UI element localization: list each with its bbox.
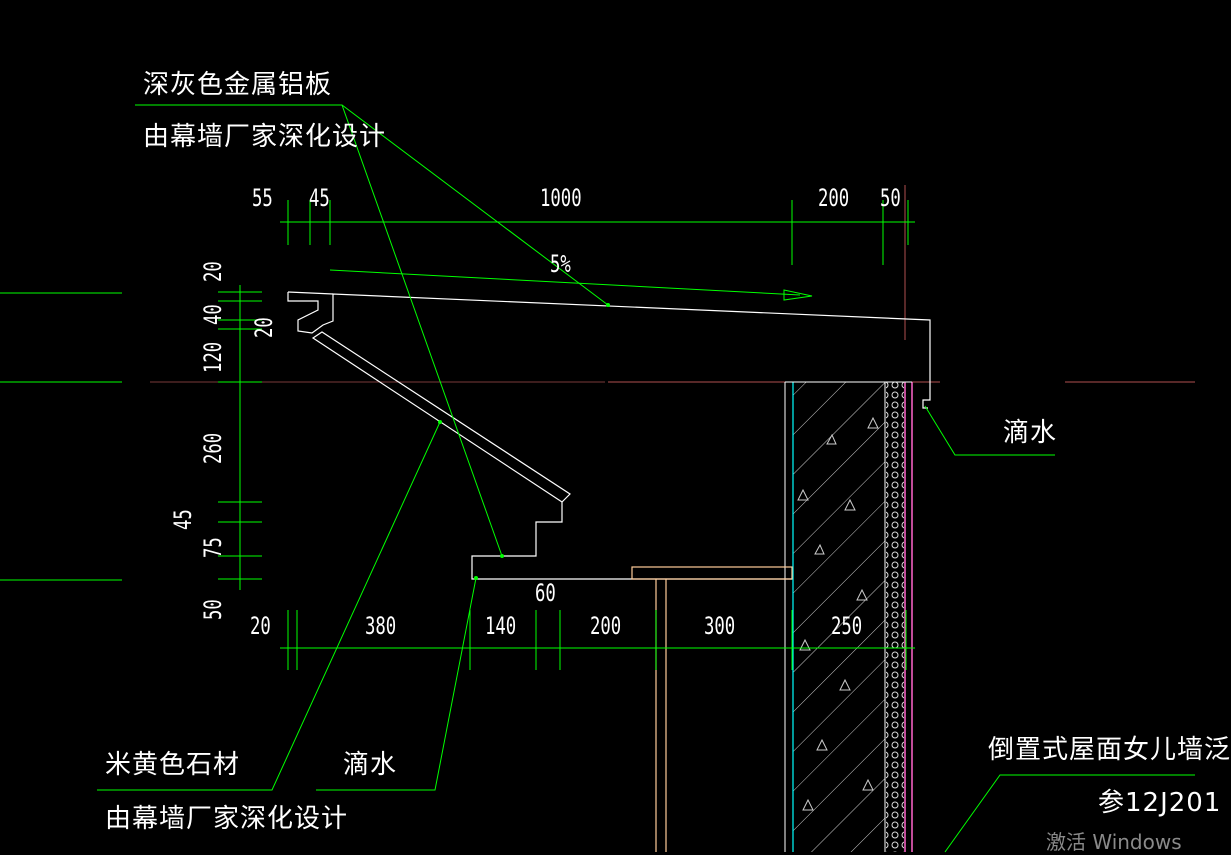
dim-60: 60 — [535, 579, 556, 607]
dim-left-75: 75 — [199, 537, 227, 558]
dim-left-20a: 20 — [199, 261, 227, 282]
dim-left-120: 120 — [199, 341, 227, 373]
dim-top-200: 200 — [818, 184, 850, 212]
slope-label: 5% — [550, 250, 571, 278]
drip-label-right: 滴水 — [1003, 418, 1058, 448]
dim-left-40: 40 — [199, 304, 227, 325]
dim-left-45: 45 — [169, 509, 197, 530]
dim-left-50: 50 — [199, 599, 227, 620]
roof-reference-label: 倒置式屋面女儿墙泛 — [988, 735, 1231, 765]
metal-panel-label: 深灰色金属铝板 — [143, 70, 333, 100]
dimension-bottom — [280, 610, 915, 670]
stone-cladding — [311, 331, 792, 580]
slope-arrow — [329, 269, 813, 301]
dim-top-45: 45 — [309, 184, 330, 212]
dim-bottom-140: 140 — [485, 612, 517, 640]
dimension-top — [280, 200, 915, 265]
dim-bottom-250: 250 — [831, 612, 863, 640]
stone-label: 米黄色石材 — [105, 750, 241, 780]
dim-bottom-380: 380 — [365, 612, 397, 640]
dim-top-50: 50 — [880, 184, 901, 212]
dim-left-20b: 20 — [250, 317, 278, 338]
metal-coping — [287, 291, 931, 409]
drip-label-bottom: 滴水 — [343, 750, 398, 780]
floor-slab — [631, 566, 793, 852]
stone-note: 由幕墙厂家深化设计 — [105, 804, 349, 834]
cad-detail-drawing — [0, 104, 1195, 853]
metal-panel-note: 由幕墙厂家深化设计 — [143, 122, 387, 152]
roof-reference-code: 参12J201 — [1098, 788, 1222, 818]
leader-dots — [438, 303, 610, 580]
dim-bottom-300: 300 — [704, 612, 736, 640]
dim-bottom-200: 200 — [590, 612, 622, 640]
parapet-wall — [784, 381, 913, 852]
dim-bottom-20: 20 — [250, 612, 271, 640]
windows-activation-watermark: 激活 Windows — [1046, 830, 1182, 854]
leader-lines — [97, 104, 1195, 853]
dim-top-55: 55 — [252, 184, 273, 212]
dim-top-1000: 1000 — [540, 184, 582, 212]
dim-left-260: 260 — [199, 432, 227, 464]
dimension-left — [218, 285, 262, 590]
